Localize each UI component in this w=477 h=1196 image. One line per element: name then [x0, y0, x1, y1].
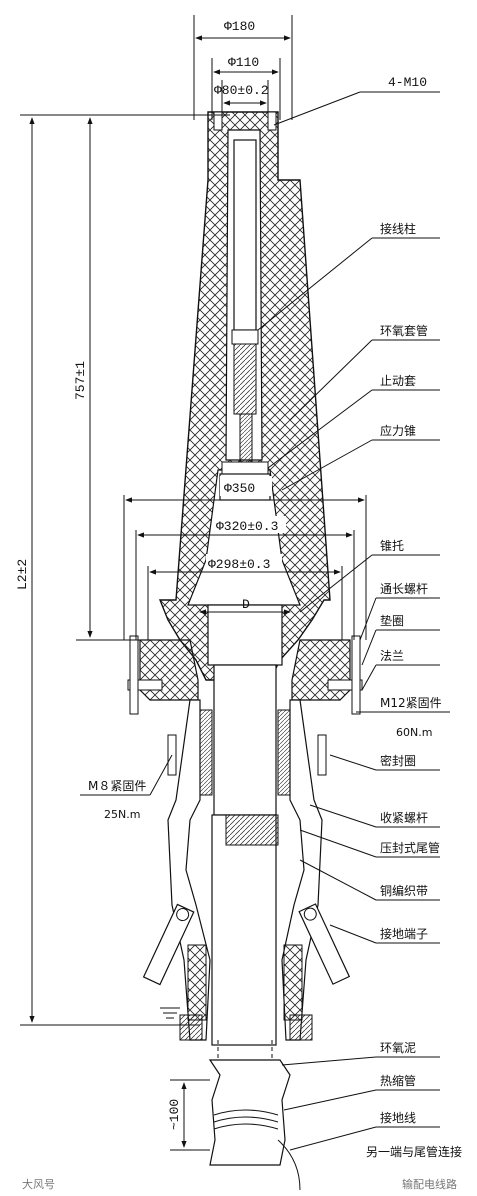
label-other-end-note: 另一端与尾管连接 [366, 1144, 462, 1159]
dim-d: D [242, 597, 250, 612]
label-ground-terminal: 接地端子 [380, 926, 428, 941]
cable-core [207, 604, 283, 1060]
label-copper-braid: 铜编织带 [380, 883, 428, 898]
terminal-post [231, 139, 259, 463]
dim-d350: Φ350 [224, 481, 255, 496]
label-m8-torque: 25N.m [104, 808, 140, 821]
dim-100: ~100 [167, 1099, 182, 1130]
left-dimensions [20, 114, 230, 1151]
watermark-left: 大风号 [22, 1177, 55, 1191]
label-tighten-bolt: 收紧螺杆 [380, 811, 428, 825]
label-stop-sleeve: 止动套 [380, 374, 416, 388]
ground-symbol-icon [160, 1007, 180, 1019]
label-cone-support: 锥托 [380, 539, 404, 553]
label-ground-wire: 接地线 [380, 1110, 416, 1125]
dim-757: 757±1 [73, 361, 88, 400]
dim-d298: Φ298±0.3 [208, 557, 270, 572]
label-flange: 法兰 [380, 649, 404, 663]
label-washer: 垫圈 [380, 613, 404, 628]
label-terminal-post: 接线柱 [380, 221, 416, 236]
label-stress-cone: 应力锥 [380, 423, 416, 438]
label-4-m10: 4-M10 [388, 75, 427, 90]
dim-d110: Φ110 [228, 55, 259, 70]
top-bolts [213, 111, 277, 131]
dim-d180: Φ180 [224, 19, 255, 34]
label-sealed-tail-pipe: 压封式尾管 [380, 840, 440, 855]
dim-l2: L2±2 [15, 559, 30, 590]
label-seal-ring: 密封圈 [380, 753, 416, 768]
label-epoxy-putty: 环氧泥 [380, 1041, 416, 1055]
dim-d80: Φ80±0.2 [214, 83, 269, 98]
label-m12-torque: 60N.m [396, 726, 432, 739]
label-heat-shrink: 热缩管 [380, 1073, 416, 1088]
bolts-leader [273, 91, 440, 126]
m8-leader [80, 754, 173, 796]
cone-dimensions [123, 495, 367, 640]
watermark-right: 输配电线路 [402, 1177, 457, 1191]
cable-bottom [208, 1059, 301, 1191]
dim-d320: Φ320±0.3 [216, 519, 278, 534]
right-leaders [257, 237, 450, 1151]
ground-terminals [142, 903, 351, 986]
label-m12-fastener: M12紧固件 [380, 696, 442, 710]
tail-pipe-assembly [167, 699, 327, 1041]
top-dimensions [193, 15, 293, 120]
label-long-bolt: 通长螺杆 [380, 582, 428, 596]
label-epoxy-sleeve: 环氧套管 [380, 323, 428, 338]
label-m8-fastener: M８紧固件 [88, 779, 146, 793]
